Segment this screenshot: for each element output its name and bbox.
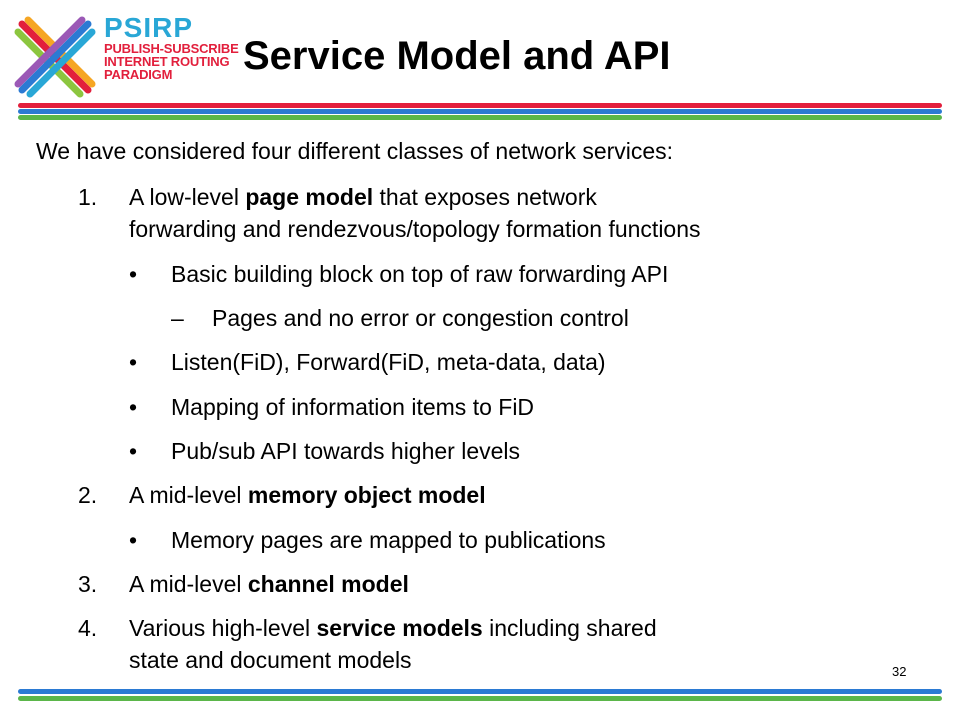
list-item-2-text: A mid-level memory object model [129, 482, 486, 509]
brand-line-2: INTERNET ROUTING [104, 54, 230, 69]
dash-text: Pages and no error or congestion control [212, 305, 629, 331]
list-item-1-cont: forwarding and rendezvous/topology forma… [129, 216, 701, 242]
bottom-rule-blue [18, 689, 942, 694]
bottom-rule-green [18, 696, 942, 701]
list-text-bold: channel model [247, 571, 409, 597]
slide-title: Service Model and API [243, 34, 671, 78]
bullet-text: Memory pages are mapped to publications [171, 527, 606, 553]
brand-block: PSIRP PUBLISH-SUBSCRIBE INTERNET ROUTING… [104, 12, 239, 82]
bullet-marker: • [129, 349, 138, 375]
bullet-marker: • [129, 438, 138, 464]
list-marker: 1. [78, 184, 98, 210]
page-number: 32 [892, 664, 907, 679]
list-item-1: 1. [78, 184, 97, 211]
list-item-1-text: A low-level page model that exposes netw… [129, 184, 597, 211]
list-text-bold: page model [245, 184, 374, 210]
list-text-bold: service models [316, 615, 483, 641]
list-text: A low-level [129, 184, 246, 210]
list-text: A mid-level [129, 571, 248, 597]
bullet-text: Listen(FiD), Forward(FiD, meta-data, dat… [171, 349, 606, 375]
list-item-3-text: A mid-level channel model [129, 571, 409, 598]
bullet-text: Pub/sub API towards higher levels [171, 438, 521, 464]
list-text: including shared [482, 615, 657, 641]
list-text: that exposes network [373, 184, 597, 210]
bullet-text: Basic building block on top of raw forwa… [171, 261, 669, 287]
list-text-bold: memory object model [247, 482, 486, 508]
dash-marker: – [171, 305, 184, 331]
psirp-logo [14, 16, 96, 98]
list-marker: 2. [78, 482, 98, 508]
bullet-marker: • [129, 261, 138, 287]
bullet-marker: • [129, 394, 138, 420]
list-item-4-text: Various high-level service models includ… [129, 615, 657, 642]
brand-name: PSIRP [104, 12, 194, 43]
list-text: A mid-level [129, 482, 248, 508]
bullet-text: Mapping of information items to FiD [171, 394, 535, 420]
top-rule-blue [18, 109, 942, 114]
list-text: Various high-level [129, 615, 317, 641]
list-item-4-cont: state and document models [129, 647, 412, 673]
intro-text: We have considered four different classe… [36, 138, 674, 164]
top-rule-green [18, 115, 942, 120]
brand-line-3: PARADIGM [104, 67, 173, 82]
list-marker: 4. [78, 615, 98, 641]
bullet-marker: • [129, 527, 138, 553]
list-marker: 3. [78, 571, 98, 597]
brand-line-1: PUBLISH-SUBSCRIBE [104, 41, 239, 56]
top-rule-red [18, 103, 942, 108]
